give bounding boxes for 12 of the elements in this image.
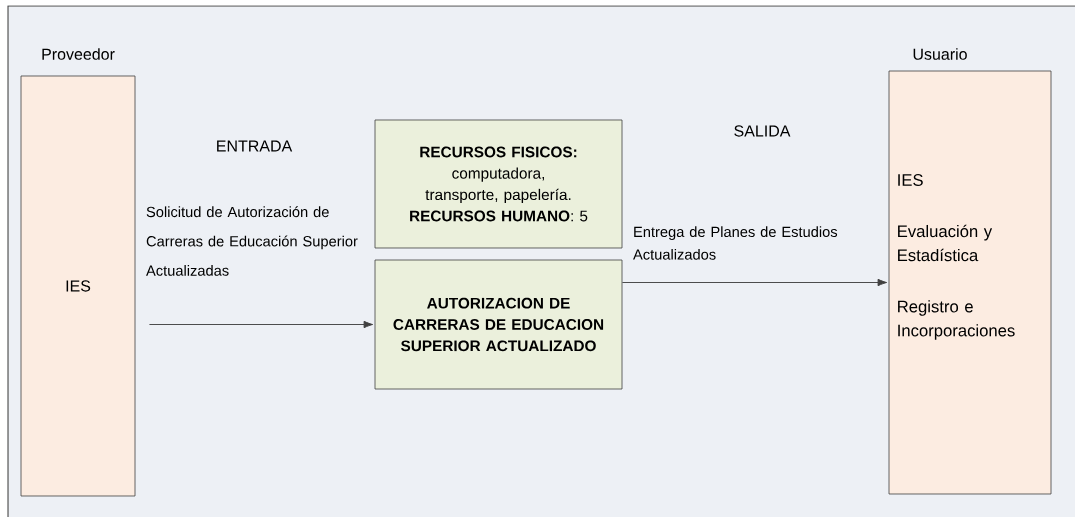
- section-label: SALIDA: [734, 125, 791, 137]
- arrow: [148, 320, 374, 329]
- entity-box: IES Evaluación y Estadística Registro e Incorporaciones: [888, 70, 1052, 495]
- entity-box: IES: [20, 75, 136, 497]
- process-box: AUTORIZACION DE CARRERAS DE EDUCACION SUPERIOR ACTUALIZADO: [374, 259, 623, 390]
- edge-label: Entrega de Planes de Estudios Actualizados: [633, 226, 838, 260]
- section-label: ENTRADA: [217, 140, 293, 152]
- box-heading: Usuario: [913, 48, 967, 60]
- arrow: [621, 278, 888, 287]
- process-box: RECURSOS FISICOS: computadora, transporte, papelería. RECURSOS HUMANO: 5: [374, 119, 623, 249]
- edge-label: Solicitud de Autorización de Carreras de Educación Superior Actualizadas: [146, 206, 358, 276]
- box-heading: Proveedor: [42, 48, 115, 60]
